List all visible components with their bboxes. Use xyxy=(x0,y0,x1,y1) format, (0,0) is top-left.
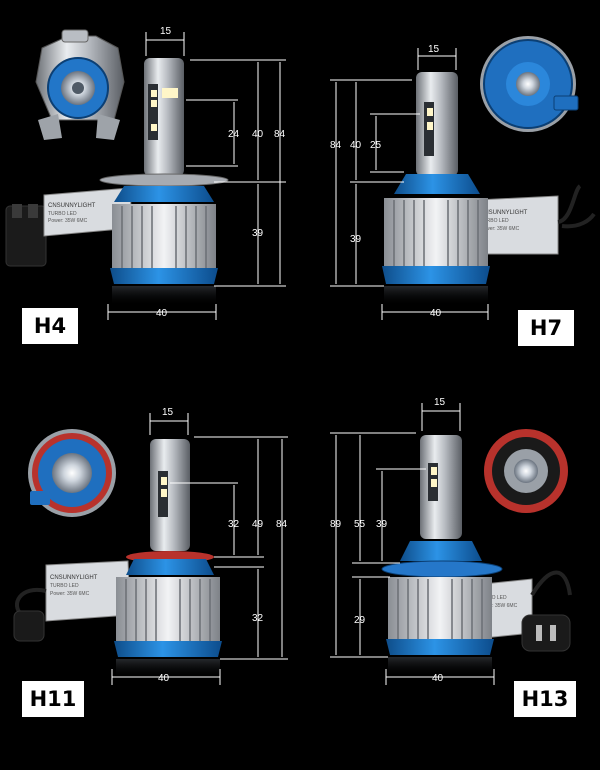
h7-socket-view xyxy=(480,36,579,132)
h4-lower-label: 39 xyxy=(252,228,264,239)
h4-bulb xyxy=(99,58,229,306)
h4-upper-label: 40 xyxy=(252,129,264,140)
h11-driver-box: CNSUNNYLIGHT TURBO LED Power: 35W 6MC xyxy=(13,560,131,642)
h4-driver-line2: Power: 35W 6MC xyxy=(48,218,88,224)
h7-driver-box: CNSUNNYLIGHT TURBO LED Power: 35W 6MC xyxy=(475,184,596,255)
h13-panel: TURBO LED Power: 35W 6MC xyxy=(300,385,600,770)
h7-driver-line1: TURBO LED xyxy=(480,218,509,224)
h4-socket-view xyxy=(35,29,125,140)
h4-driver-line1: TURBO LED xyxy=(48,211,77,217)
h4-dimension-lines xyxy=(107,32,286,320)
h7-emitter-label: 25 xyxy=(370,140,382,151)
h11-socket-view xyxy=(28,429,116,517)
h4-driver-brand: CNSUNNYLIGHT xyxy=(48,203,96,209)
h13-emitter-label: 39 xyxy=(376,519,388,530)
h7-driver-line2: Power: 35W 6MC xyxy=(480,226,520,232)
h4-total-label: 84 xyxy=(274,129,286,140)
h4-driver-box: CNSUNNYLIGHT TURBO LED Power: 35W 6MC xyxy=(5,187,133,267)
h13-dimension-lines xyxy=(330,403,495,685)
h11-panel: CNSUNNYLIGHT TURBO LED Power: 35W 6MC xyxy=(0,385,300,770)
h4-top-width-label: 15 xyxy=(160,26,172,37)
h13-base-width-label: 40 xyxy=(432,673,444,684)
h7-driver-brand: CNSUNNYLIGHT xyxy=(480,210,528,216)
h11-lower-label: 32 xyxy=(252,613,264,624)
h11-driver-line2: Power: 35W 6MC xyxy=(50,591,90,597)
h11-emitter-label: 32 xyxy=(228,519,240,530)
h11-diagram: CNSUNNYLIGHT TURBO LED Power: 35W 6MC xyxy=(13,407,288,685)
h13-model-label: H13 xyxy=(514,681,576,717)
h11-driver-line1: TURBO LED xyxy=(50,583,79,589)
h7-top-width-label: 15 xyxy=(428,44,440,55)
h13-bulb xyxy=(381,435,503,677)
h7-bulb xyxy=(382,72,490,306)
h7-total-label: 84 xyxy=(330,140,342,151)
h4-panel: CNSUNNYLIGHT TURBO LED Power: 35W 6MC xyxy=(0,0,300,385)
h4-emitter-label: 24 xyxy=(228,129,240,140)
h13-top-width-label: 15 xyxy=(434,397,446,408)
h13-driver-line1: TURBO LED xyxy=(478,595,507,601)
h11-top-width-label: 15 xyxy=(162,407,174,418)
h11-upper-label: 49 xyxy=(252,519,264,530)
h7-diagram: CNSUNNYLIGHT TURBO LED Power: 35W 6MC xyxy=(330,36,596,320)
h13-total-label: 89 xyxy=(330,519,342,530)
h11-model-label: H11 xyxy=(22,681,84,717)
h11-total-label: 84 xyxy=(276,519,288,530)
h4-base-width-label: 40 xyxy=(156,308,168,319)
h4-diagram: CNSUNNYLIGHT TURBO LED Power: 35W 6MC xyxy=(5,26,286,320)
h7-upper-label: 40 xyxy=(350,140,362,151)
h7-lower-label: 39 xyxy=(350,234,362,245)
h13-lower-label: 29 xyxy=(354,615,366,626)
h13-upper-label: 55 xyxy=(354,519,366,530)
h11-base-width-label: 40 xyxy=(158,673,170,684)
h7-panel: CNSUNNYLIGHT TURBO LED Power: 35W 6MC xyxy=(300,0,600,385)
h11-bulb xyxy=(114,439,222,679)
h13-driver-line2: Power: 35W 6MC xyxy=(478,603,518,609)
h11-dimension-lines xyxy=(111,413,288,685)
h13-diagram: TURBO LED Power: 35W 6MC xyxy=(330,397,572,685)
h11-driver-brand: CNSUNNYLIGHT xyxy=(50,575,98,581)
h7-base-width-label: 40 xyxy=(430,308,442,319)
h13-socket-view xyxy=(484,429,568,513)
h7-model-label: H7 xyxy=(518,310,574,346)
h7-dimension-lines xyxy=(330,48,489,320)
h4-model-label: H4 xyxy=(22,308,78,344)
